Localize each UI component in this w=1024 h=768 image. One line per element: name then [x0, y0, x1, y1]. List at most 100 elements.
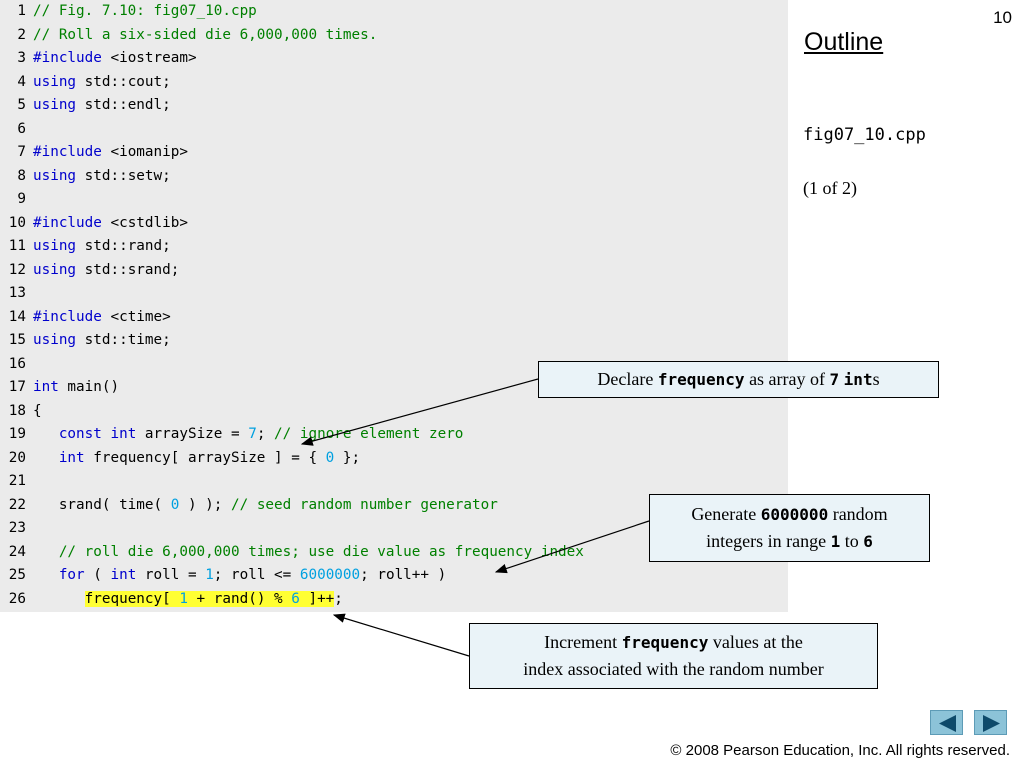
code-line: 6 — [0, 118, 26, 142]
code-token: 6000000 — [299, 567, 361, 583]
code-token: 6 — [291, 590, 300, 607]
code-token: int — [33, 379, 59, 395]
code-term: int — [843, 370, 873, 389]
code-token: using — [33, 73, 77, 90]
code-term: 6000000 — [760, 505, 829, 524]
code-token: // ignore element zero — [274, 426, 464, 442]
callout-text: Declare — [597, 369, 658, 389]
line-number: 18 — [8, 402, 26, 419]
code-line: 16 — [0, 353, 26, 377]
line-number: 21 — [8, 473, 26, 489]
callout-declare-frequency: Declare frequency as array of 7 ints — [538, 361, 939, 398]
code-token: <ctime> — [101, 308, 171, 325]
code-term: frequency — [657, 370, 745, 389]
callout-text: s — [872, 369, 880, 389]
code-token: std::time; — [76, 332, 171, 348]
code-token: std::endl; — [76, 97, 171, 113]
file-name: fig07_10.cpp — [803, 125, 926, 145]
line-number: 20 — [8, 449, 26, 466]
code-token: using — [33, 167, 77, 184]
code-token: const — [58, 426, 102, 442]
code-token: // Roll a six-sided die 6,000,000 times. — [33, 26, 378, 43]
code-token: #include — [33, 144, 102, 160]
code-text: int frequency[ arraySize ] = { 0 }; — [33, 447, 360, 471]
code-token: #include — [33, 214, 102, 231]
callout-text: Generate — [691, 504, 761, 524]
code-term: 6 — [863, 532, 873, 551]
line-number: 4 — [17, 73, 26, 90]
code-token: <cstdlib> — [101, 214, 188, 231]
code-text: srand( time( 0 ) ); // seed random numbe… — [33, 494, 498, 518]
line-number: 16 — [8, 355, 26, 372]
code-token: #include — [33, 50, 102, 66]
code-text: #include <iomanip> — [33, 141, 188, 165]
prev-slide-button[interactable] — [930, 710, 963, 735]
code-text: int main() — [33, 376, 119, 400]
code-text: const int arraySize = 7; // ignore eleme… — [33, 423, 464, 447]
callout-line: index associated with the random number — [523, 659, 824, 679]
code-token: 1 — [179, 590, 188, 607]
code-line: 17 int main() — [0, 376, 119, 400]
code-text: using std::endl; — [33, 94, 171, 118]
line-number: 8 — [17, 167, 26, 184]
code-text: #include <iostream> — [33, 47, 197, 71]
code-line: 13 — [0, 282, 26, 306]
code-line: 11 using std::rand; — [0, 235, 171, 259]
code-term: frequency — [621, 633, 709, 652]
code-token — [33, 591, 85, 607]
code-text: for ( int roll = 1; roll <= 6000000; rol… — [33, 564, 446, 588]
code-token — [33, 567, 59, 583]
code-token: <iomanip> — [101, 144, 188, 160]
code-text: using std::srand; — [33, 259, 179, 283]
line-number: 9 — [17, 191, 26, 207]
code-line: 21 — [0, 470, 26, 494]
code-token: + rand() % — [187, 590, 292, 607]
code-token: }; — [334, 449, 361, 466]
callout-text: to — [840, 531, 864, 551]
code-token: <iostream> — [101, 50, 197, 66]
line-number: 10 — [8, 214, 26, 231]
code-line: 25 for ( int roll = 1; roll <= 6000000; … — [0, 564, 446, 588]
code-token: frequency[ arraySize ] = { — [84, 449, 326, 466]
next-slide-button[interactable] — [974, 710, 1007, 735]
code-line: 9 — [0, 188, 26, 212]
line-number: 15 — [8, 332, 26, 348]
code-text: #include <ctime> — [33, 306, 171, 330]
callout-text: random — [828, 504, 888, 524]
code-text: { — [33, 400, 42, 424]
line-number: 2 — [17, 26, 26, 43]
code-text: #include <cstdlib> — [33, 212, 188, 236]
line-number: 11 — [8, 238, 26, 254]
code-text: using std::rand; — [33, 235, 171, 259]
line-number: 7 — [17, 144, 26, 160]
code-line: 2 // Roll a six-sided die 6,000,000 times… — [0, 24, 377, 48]
callout-text: integers in range — [706, 531, 831, 551]
code-token: ]++ — [299, 590, 335, 607]
code-token: std::rand; — [76, 238, 171, 254]
outline-link[interactable]: Outline — [804, 28, 884, 56]
code-text: frequency[ 1 + rand() % 6 ]++; — [33, 588, 343, 612]
code-token: 0 — [325, 449, 335, 466]
callout-text: values at the — [708, 632, 803, 652]
line-number: 23 — [8, 520, 26, 536]
line-number: 24 — [8, 543, 26, 560]
code-token: // roll die 6,000,000 times; use die val… — [58, 543, 584, 560]
code-text: // Roll a six-sided die 6,000,000 times. — [33, 24, 377, 48]
code-line: 18 { — [0, 400, 42, 424]
line-number: 17 — [8, 379, 26, 395]
line-number: 22 — [8, 496, 26, 513]
callout-line: Generate 6000000 random — [650, 501, 929, 528]
code-token: ; roll++ ) — [360, 567, 447, 583]
code-token — [33, 450, 59, 466]
code-token: ) ); — [179, 496, 231, 513]
code-token — [33, 426, 59, 442]
code-token: { — [33, 402, 42, 419]
code-token: int — [110, 567, 137, 583]
copyright-footer: © 2008 Pearson Education, Inc. All right… — [670, 742, 1010, 759]
code-token: for — [58, 567, 85, 583]
code-token: ; roll <= — [213, 567, 300, 583]
